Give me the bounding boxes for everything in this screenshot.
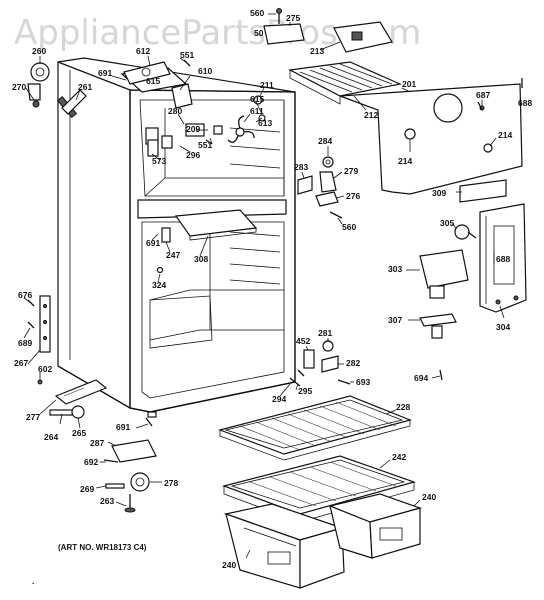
part-label-691: 691 — [146, 238, 160, 248]
part-label-281: 281 — [318, 328, 332, 338]
part-label-296: 296 — [186, 150, 200, 160]
part-label-269: 269 — [80, 484, 94, 494]
part-label-551: 551 — [180, 50, 194, 60]
part-label-228: 228 — [396, 402, 410, 412]
part-label-240: 240 — [422, 492, 436, 502]
part-label-303: 303 — [388, 264, 402, 274]
part-label-295: 295 — [298, 386, 312, 396]
part-label-615: 615 — [250, 94, 264, 104]
part-label-308: 308 — [194, 254, 208, 264]
part-label-261: 261 — [78, 82, 92, 92]
part-label-214: 214 — [398, 156, 412, 166]
part-label-247: 247 — [166, 250, 180, 260]
part-label-265: 265 — [72, 428, 86, 438]
part-label-279: 279 — [344, 166, 358, 176]
part-label-692: 692 — [84, 457, 98, 467]
crisper-pan-right — [328, 493, 422, 559]
part-label-294: 294 — [272, 394, 286, 404]
part-label-615: 615 — [146, 76, 160, 86]
part-label-214: 214 — [498, 130, 512, 140]
part-label-267: 267 — [14, 358, 28, 368]
part-label-610: 610 — [198, 66, 212, 76]
part-number-labels: 560 275 50 213 260 612 551 270 691 615 6… — [12, 8, 532, 570]
top-components — [27, 8, 523, 195]
part-label-275: 275 — [286, 13, 300, 23]
part-label-277: 277 — [26, 412, 40, 422]
part-label-287: 287 — [90, 438, 104, 448]
part-label-688: 688 — [496, 254, 510, 264]
part-label-278: 278 — [164, 478, 178, 488]
part-label-263: 263 — [100, 496, 114, 506]
part-label-689: 689 — [18, 338, 32, 348]
leader-lines — [23, 13, 505, 559]
part-label-240: 240 — [222, 560, 236, 570]
shelves-and-pans — [218, 395, 422, 589]
part-label-676: 676 — [18, 290, 32, 300]
part-label-452: 452 — [296, 336, 310, 346]
part-label-304: 304 — [496, 322, 510, 332]
part-label-307: 307 — [388, 315, 402, 325]
part-label-270: 270 — [12, 82, 26, 92]
part-label-693: 693 — [356, 377, 370, 387]
part-label-305: 305 — [440, 218, 454, 228]
part-label-688: 688 — [518, 98, 532, 108]
part-label-201: 201 — [402, 79, 416, 89]
cabinet-assembly — [56, 57, 296, 418]
part-label-283: 283 — [294, 162, 308, 172]
part-label-612: 612 — [136, 46, 150, 56]
right-side-parts — [289, 78, 527, 387]
part-label-260: 260 — [32, 46, 46, 56]
part-label-212: 212 — [364, 110, 378, 120]
part-label-276: 276 — [346, 191, 360, 201]
part-label-687: 687 — [476, 90, 490, 100]
part-label-211: 211 — [260, 80, 274, 90]
part-label-691: 691 — [116, 422, 130, 432]
part-label-560: 560 — [342, 222, 356, 232]
part-label-50: 50 — [254, 28, 264, 38]
part-label-284: 284 — [318, 136, 332, 146]
part-label-602: 602 — [38, 364, 52, 374]
wire-shelf-228 — [218, 395, 412, 461]
part-label-560: 560 — [250, 8, 264, 18]
part-label-694: 694 — [414, 373, 428, 383]
part-label-309: 309 — [432, 188, 446, 198]
part-label-573: 573 — [152, 156, 166, 166]
part-label-280: 280 — [168, 106, 182, 116]
part-label-282: 282 — [346, 358, 360, 368]
part-label-613: 613 — [258, 118, 272, 128]
art-number-note: (ART NO. WR18173 C4) — [58, 543, 147, 552]
part-label-209: 209 — [186, 124, 200, 134]
stray-mark: · — [32, 578, 35, 588]
evaporator-fan — [227, 115, 255, 143]
crisper-pan-left — [223, 503, 345, 589]
part-label-691: 691 — [98, 68, 112, 78]
part-label-611: 611 — [250, 106, 264, 116]
part-label-551: 551 — [198, 140, 212, 150]
part-label-242: 242 — [392, 452, 406, 462]
part-label-324: 324 — [152, 280, 166, 290]
damper-motor — [27, 62, 50, 101]
part-label-213: 213 — [310, 46, 324, 56]
part-label-264: 264 — [44, 432, 58, 442]
left-side-parts — [27, 295, 157, 513]
